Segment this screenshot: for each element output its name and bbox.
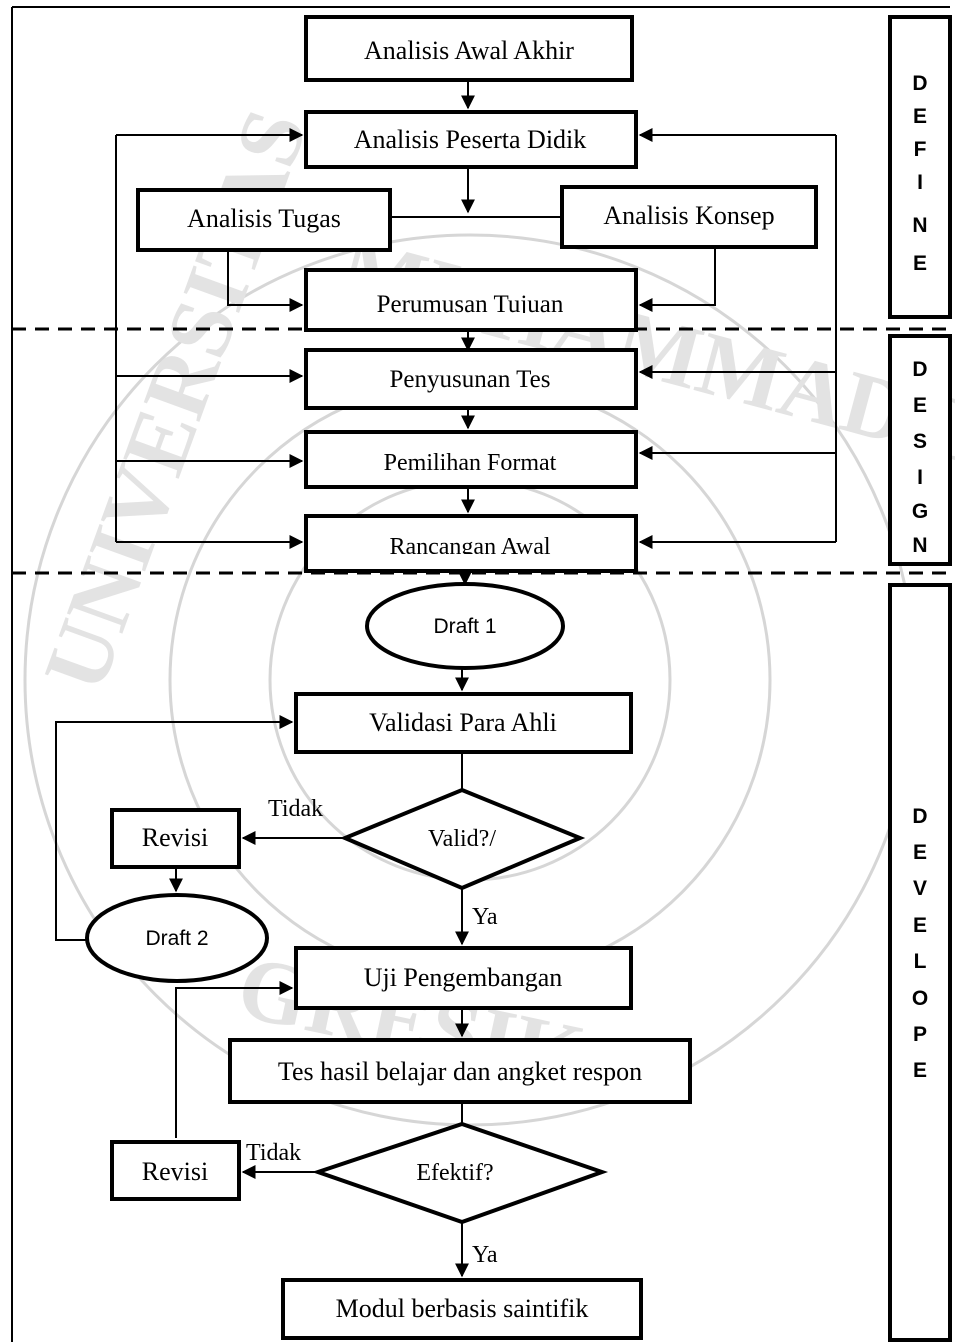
node-rancangan-awal: Rancangan Awal bbox=[304, 514, 638, 573]
node-modul-berbasis-saintifik: Modul berbasis saintifik bbox=[281, 1278, 643, 1340]
phase-panel-design: D E S I G N bbox=[888, 334, 952, 566]
phase-letter: E bbox=[913, 914, 927, 937]
edge-label-ya-2: Ya bbox=[472, 1242, 498, 1268]
svg-text:Revisi: Revisi bbox=[142, 1157, 208, 1186]
node-perumusan-tujuan: Perumusan Tujuan bbox=[304, 268, 638, 332]
phase-panel-define: D E F I N E bbox=[888, 15, 952, 319]
node-uji-pengembangan: Uji Pengembangan bbox=[294, 946, 633, 1010]
svg-text:Modul berbasis saintifik: Modul berbasis saintifik bbox=[336, 1294, 589, 1323]
svg-text:Analisis Peserta Didik: Analisis Peserta Didik bbox=[354, 125, 587, 154]
svg-text:Tes hasil belajar dan angket r: Tes hasil belajar dan angket respon bbox=[278, 1057, 642, 1086]
svg-text:Rancangan Awal: Rancangan Awal bbox=[389, 534, 550, 560]
svg-text:Valid?/: Valid?/ bbox=[428, 826, 496, 852]
phase-letter: F bbox=[914, 138, 927, 161]
phase-letter: D bbox=[912, 805, 927, 828]
svg-text:Revisi: Revisi bbox=[142, 823, 208, 852]
phase-letter: I bbox=[917, 466, 923, 489]
svg-text:Uji Pengembangan: Uji Pengembangan bbox=[364, 963, 563, 992]
svg-text:Analisis Tugas: Analisis Tugas bbox=[187, 204, 341, 233]
phase-letter: V bbox=[913, 877, 927, 900]
phase-letter: N bbox=[912, 534, 927, 557]
node-analisis-peserta-didik: Analisis Peserta Didik bbox=[304, 110, 638, 169]
edge-label-ya-1: Ya bbox=[472, 904, 498, 930]
node-validasi-para-ahli: Validasi Para Ahli bbox=[294, 692, 633, 754]
svg-text:Draft 1: Draft 1 bbox=[433, 615, 496, 638]
node-analisis-konsep: Analisis Konsep bbox=[560, 185, 818, 249]
edge-label-tidak-1: Tidak bbox=[268, 796, 323, 822]
svg-text:Analisis Konsep: Analisis Konsep bbox=[603, 201, 774, 230]
decision-efektif: Efektif? bbox=[311, 1121, 609, 1225]
node-draft-1: Draft 1 bbox=[365, 582, 565, 670]
svg-text:Validasi Para Ahli: Validasi Para Ahli bbox=[369, 708, 557, 737]
phase-letter: E bbox=[913, 252, 927, 275]
edge-label-tidak-2: Tidak bbox=[246, 1140, 301, 1166]
node-analisis-tugas: Analisis Tugas bbox=[136, 188, 392, 252]
svg-text:Penyusunan Tes: Penyusunan Tes bbox=[390, 366, 551, 393]
phase-letter: P bbox=[913, 1023, 927, 1046]
svg-text:Efektif?: Efektif? bbox=[416, 1160, 493, 1186]
svg-text:Draft 2: Draft 2 bbox=[145, 927, 208, 950]
phase-letter: E bbox=[913, 841, 927, 864]
phase-letter: S bbox=[913, 430, 927, 453]
phase-letter: G bbox=[912, 500, 928, 523]
phase-letter: I bbox=[917, 171, 923, 194]
node-revisi-2: Revisi bbox=[110, 1140, 241, 1201]
svg-text:Pemilihan Format: Pemilihan Format bbox=[384, 450, 557, 476]
phase-letter: L bbox=[914, 950, 927, 973]
phase-panel-develope: D E V E L O P E bbox=[888, 583, 952, 1342]
decision-valid: Valid?/ bbox=[339, 787, 586, 891]
node-revisi-1: Revisi bbox=[110, 808, 241, 869]
node-draft-2: Draft 2 bbox=[85, 893, 269, 983]
node-analisis-awal-akhir: Analisis Awal Akhir bbox=[304, 15, 634, 82]
node-pemilihan-format: Pemilihan Format bbox=[304, 430, 638, 489]
svg-text:Analisis Awal Akhir: Analisis Awal Akhir bbox=[364, 36, 574, 65]
node-penyusunan-tes: Penyusunan Tes bbox=[304, 348, 638, 410]
node-tes-hasil-belajar: Tes hasil belajar dan angket respon bbox=[228, 1038, 692, 1104]
phase-letter: O bbox=[912, 987, 928, 1010]
phase-letter: E bbox=[913, 1059, 927, 1082]
phase-letter: D bbox=[912, 358, 927, 381]
svg-text:Perumusan Tujuan: Perumusan Tujuan bbox=[377, 291, 564, 318]
phase-letter: E bbox=[913, 105, 927, 128]
phase-letter: D bbox=[912, 72, 927, 95]
phase-letter: N bbox=[912, 214, 927, 237]
phase-letter: E bbox=[913, 394, 927, 417]
